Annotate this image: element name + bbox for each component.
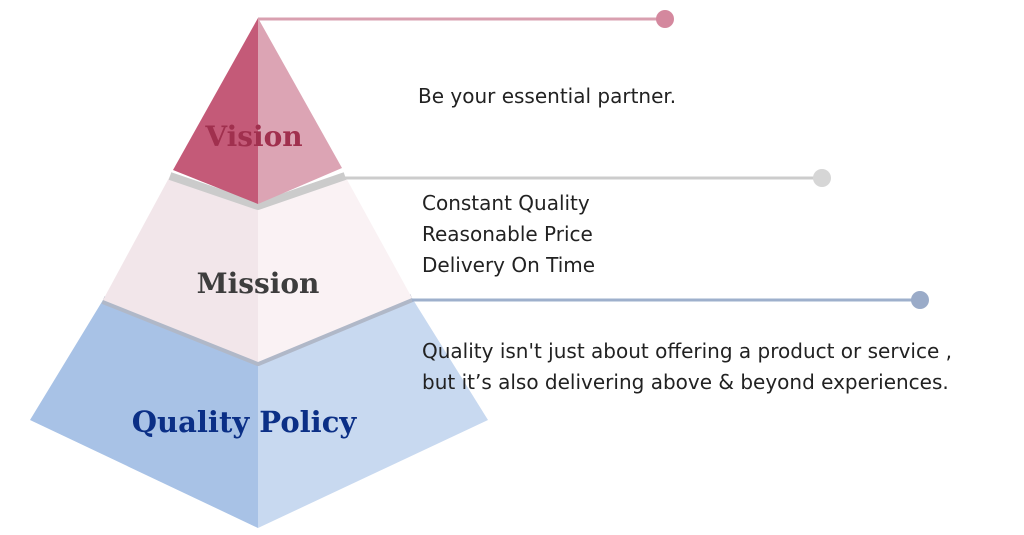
vision-title: Vision [204, 120, 302, 153]
quality-policy-face-left [30, 300, 258, 528]
mission-description: Constant Quality Reasonable Price Delive… [422, 188, 595, 281]
policy-connector-dot [911, 291, 929, 309]
mission-line-delivery: Delivery On Time [422, 253, 596, 277]
vision-connector-dot [656, 10, 674, 28]
policy-line-2: but it’s also delivering above & beyond … [422, 370, 949, 394]
vision-line: Be your essential partner. [418, 84, 677, 108]
policy-connector [412, 291, 929, 309]
mission-face-right [258, 176, 412, 362]
quality-policy-tier: Quality Policy [30, 294, 488, 528]
vision-connector [258, 10, 674, 28]
vision-tier: Vision [173, 18, 342, 204]
mission-face-left [103, 176, 258, 362]
quality-policy-title: Quality Policy [132, 405, 358, 439]
vision-face-right [258, 18, 342, 204]
policy-line-1: Quality isn't just about offering a prod… [422, 339, 952, 363]
policy-description: Quality isn't just about offering a prod… [422, 336, 952, 398]
mission-connector-dot [813, 169, 831, 187]
mission-title: Mission [197, 267, 320, 300]
mission-line-price: Reasonable Price [422, 222, 593, 246]
mission-top-edge [168, 172, 347, 210]
mission-line-quality: Constant Quality [422, 191, 590, 215]
mission-connector [342, 169, 831, 187]
quality-policy-face-right [258, 298, 488, 528]
mission-tier: Mission [103, 172, 412, 362]
vision-face-left [173, 18, 258, 204]
vision-description: Be your essential partner. [418, 81, 676, 112]
